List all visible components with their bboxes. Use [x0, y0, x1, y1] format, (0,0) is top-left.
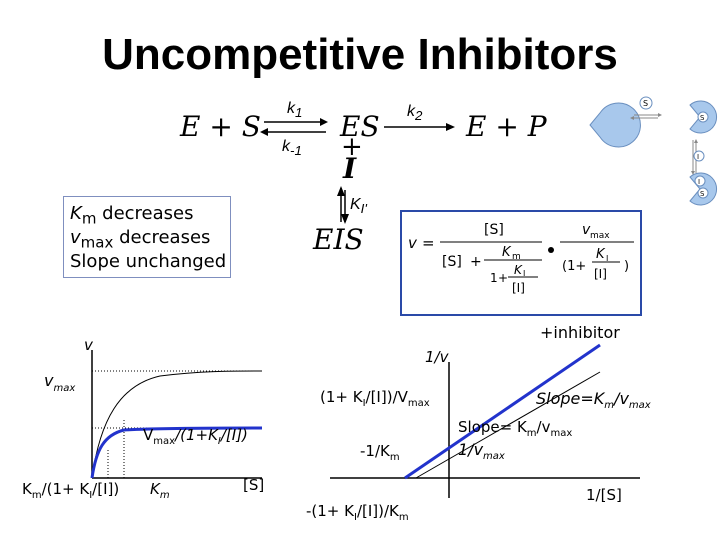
- mm-km-label: Km: [150, 480, 170, 501]
- eq-ki-sub-b: I: [606, 254, 608, 263]
- mm-uninhibited-curve: [91, 370, 263, 479]
- lb-y-intercept-inhibited-label: (1+ KI/[I])/Vmax: [320, 388, 430, 409]
- substrate-icon-label: S: [643, 99, 648, 108]
- svg-text:S: S: [700, 114, 705, 122]
- eq-ki-sub-a: I: [523, 269, 525, 278]
- rate-equation-graphic: v = [S] [S] + K m 1 + K I [I] v max (1+ …: [408, 222, 634, 295]
- lb-uninhibited-line: [415, 371, 601, 479]
- mm-km-inhibited-label: Km/(1+ KI/[I]): [22, 480, 119, 501]
- inhibitor-icon: [693, 150, 705, 162]
- lb-x-label: 1/[S]: [586, 486, 622, 504]
- mm-y-label: v: [84, 336, 94, 354]
- eq-plus-a: +: [498, 271, 508, 285]
- eq-denom-s: [S]: [442, 254, 462, 270]
- svg-text:I: I: [697, 153, 699, 161]
- eq-dot: [548, 247, 554, 253]
- rate-ki: KI': [350, 196, 367, 217]
- scheme-complex: ES: [340, 110, 380, 143]
- km-effect: Km decreases: [70, 203, 194, 228]
- lb-slope-label-2: Slope= Km/vmax: [458, 418, 572, 439]
- eq-ki-b: K: [596, 247, 606, 262]
- mm-vmax-label: vmax: [44, 371, 75, 394]
- page-title: Uncompetitive Inhibitors: [102, 30, 618, 79]
- lb-y-intercept-label: 1/vmax: [458, 440, 505, 462]
- vmax-effect: vmax decreases: [70, 227, 211, 252]
- eq-km: K: [502, 245, 512, 260]
- scheme-plus: +: [341, 132, 363, 162]
- eq-equals: =: [422, 234, 435, 252]
- effects-note: Km decreases vmax decreases Slope unchan…: [63, 196, 231, 278]
- enzyme-cartoon: S S I I S: [589, 96, 718, 206]
- eq-numerator-s: [S]: [484, 222, 504, 238]
- rate-k2: k2: [407, 103, 423, 124]
- eq-open: (1+: [562, 259, 586, 274]
- free-enzyme-icon: [589, 102, 641, 148]
- product-arrowhead: [446, 123, 455, 131]
- rate-equation: v = [S] [S] + K m 1 + K I [I] v max (1+ …: [400, 210, 642, 316]
- eis-arrowhead-up: [337, 186, 345, 196]
- rate-k-minus-1: k-1: [282, 138, 302, 159]
- reverse-arrowhead: [260, 128, 268, 136]
- slope-effect: Slope unchanged: [70, 251, 227, 272]
- mm-x-label: [S]: [243, 476, 264, 494]
- scheme-inhibitor: I: [343, 152, 357, 185]
- scheme-eis: EIS: [313, 223, 364, 256]
- forward-arrowhead: [320, 118, 328, 126]
- rate-k1: k1: [287, 100, 303, 121]
- scheme-products: E + P: [466, 110, 547, 143]
- substrate-icon: [639, 96, 653, 110]
- svg-text:S: S: [700, 190, 705, 198]
- eis-arrowhead-down: [341, 214, 349, 224]
- lb-inhibited-line: [404, 343, 601, 480]
- eq-denom-plus: +: [470, 254, 482, 270]
- eq-close: ): [624, 259, 629, 274]
- eq-km-sub: m: [512, 252, 521, 262]
- eq-vmax-sub: max: [590, 231, 610, 241]
- bound-substrate-icon: [697, 111, 709, 123]
- eq-v: v: [408, 234, 418, 252]
- eq-i-b: [I]: [594, 267, 607, 281]
- scheme-reactants: E + S: [180, 110, 261, 143]
- mm-vmax-inhibited-label: Vmax/(1+KI/[I]): [143, 426, 248, 447]
- eq-one-a: 1: [490, 271, 498, 285]
- eq-vmax: v: [582, 222, 591, 238]
- mm-inhibited-curve: [90, 426, 263, 479]
- lb-inhibitor-label: +inhibitor: [540, 323, 620, 342]
- svg-text:I: I: [698, 178, 700, 186]
- lb-x-intercept-inhibited-label: -(1+ KI/[I])/Km: [306, 502, 409, 523]
- lb-slope-label: Slope=Km/vmax: [536, 389, 651, 411]
- eq-ki-a: K: [514, 263, 523, 277]
- eq-i-a: [I]: [512, 281, 525, 295]
- lb-x-intercept-label: -1/Km: [360, 442, 400, 463]
- lb-y-label: 1/v: [425, 348, 450, 366]
